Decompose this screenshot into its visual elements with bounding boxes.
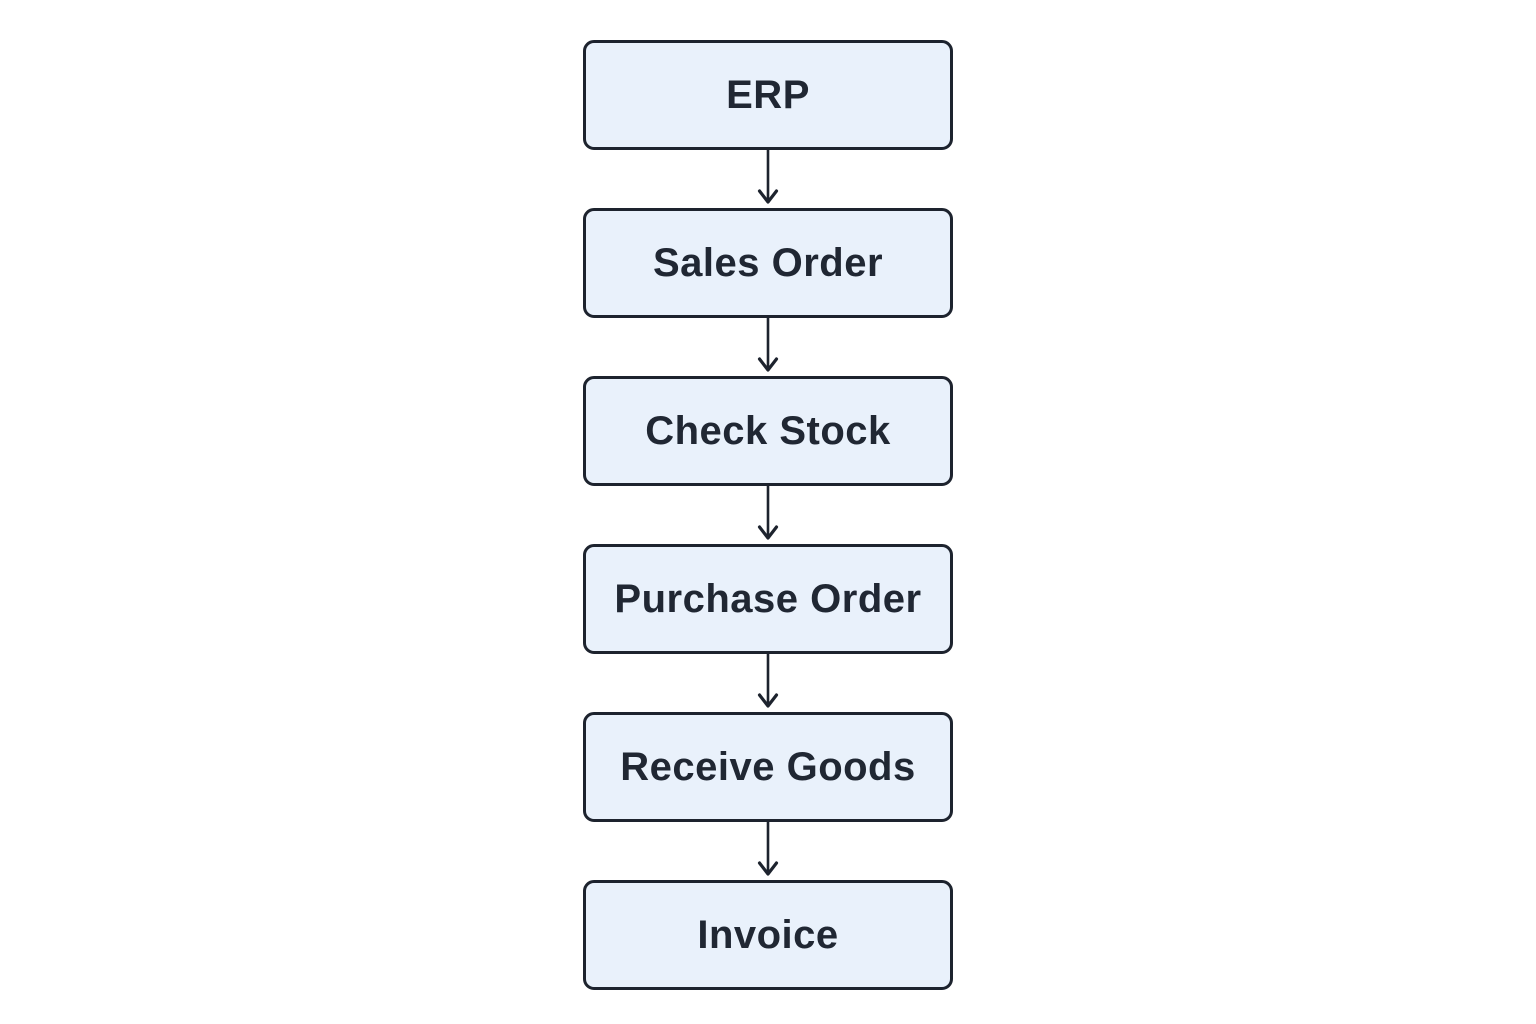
- arrow-down-icon: [757, 654, 779, 708]
- flow-node-purchase-order: Purchase Order: [583, 544, 953, 654]
- flow-node-label: Invoice: [697, 912, 839, 957]
- flow-node-sales-order: Sales Order: [583, 208, 953, 318]
- flow-node-label: Check Stock: [645, 408, 891, 453]
- arrow-sales-order-to-check-stock: [583, 318, 953, 376]
- arrow-down-icon: [757, 150, 779, 204]
- flow-node-check-stock: Check Stock: [583, 376, 953, 486]
- flow-node-erp: ERP: [583, 40, 953, 150]
- flow-node-label: Receive Goods: [620, 744, 916, 789]
- arrow-down-icon: [757, 486, 779, 540]
- arrow-down-icon: [757, 318, 779, 372]
- arrow-down-icon: [757, 822, 779, 876]
- flow-node-label: Purchase Order: [614, 576, 922, 621]
- flow-node-receive-goods: Receive Goods: [583, 712, 953, 822]
- arrow-erp-to-sales-order: [583, 150, 953, 208]
- arrow-check-stock-to-purchase-order: [583, 486, 953, 544]
- flow-node-invoice: Invoice: [583, 880, 953, 990]
- arrow-purchase-order-to-receive-goods: [583, 654, 953, 712]
- flow-node-label: Sales Order: [652, 240, 884, 285]
- flow-node-label: ERP: [726, 72, 810, 117]
- arrow-receive-goods-to-invoice: [583, 822, 953, 880]
- flowchart-column: ERP Sales Order Check Stock: [583, 40, 953, 990]
